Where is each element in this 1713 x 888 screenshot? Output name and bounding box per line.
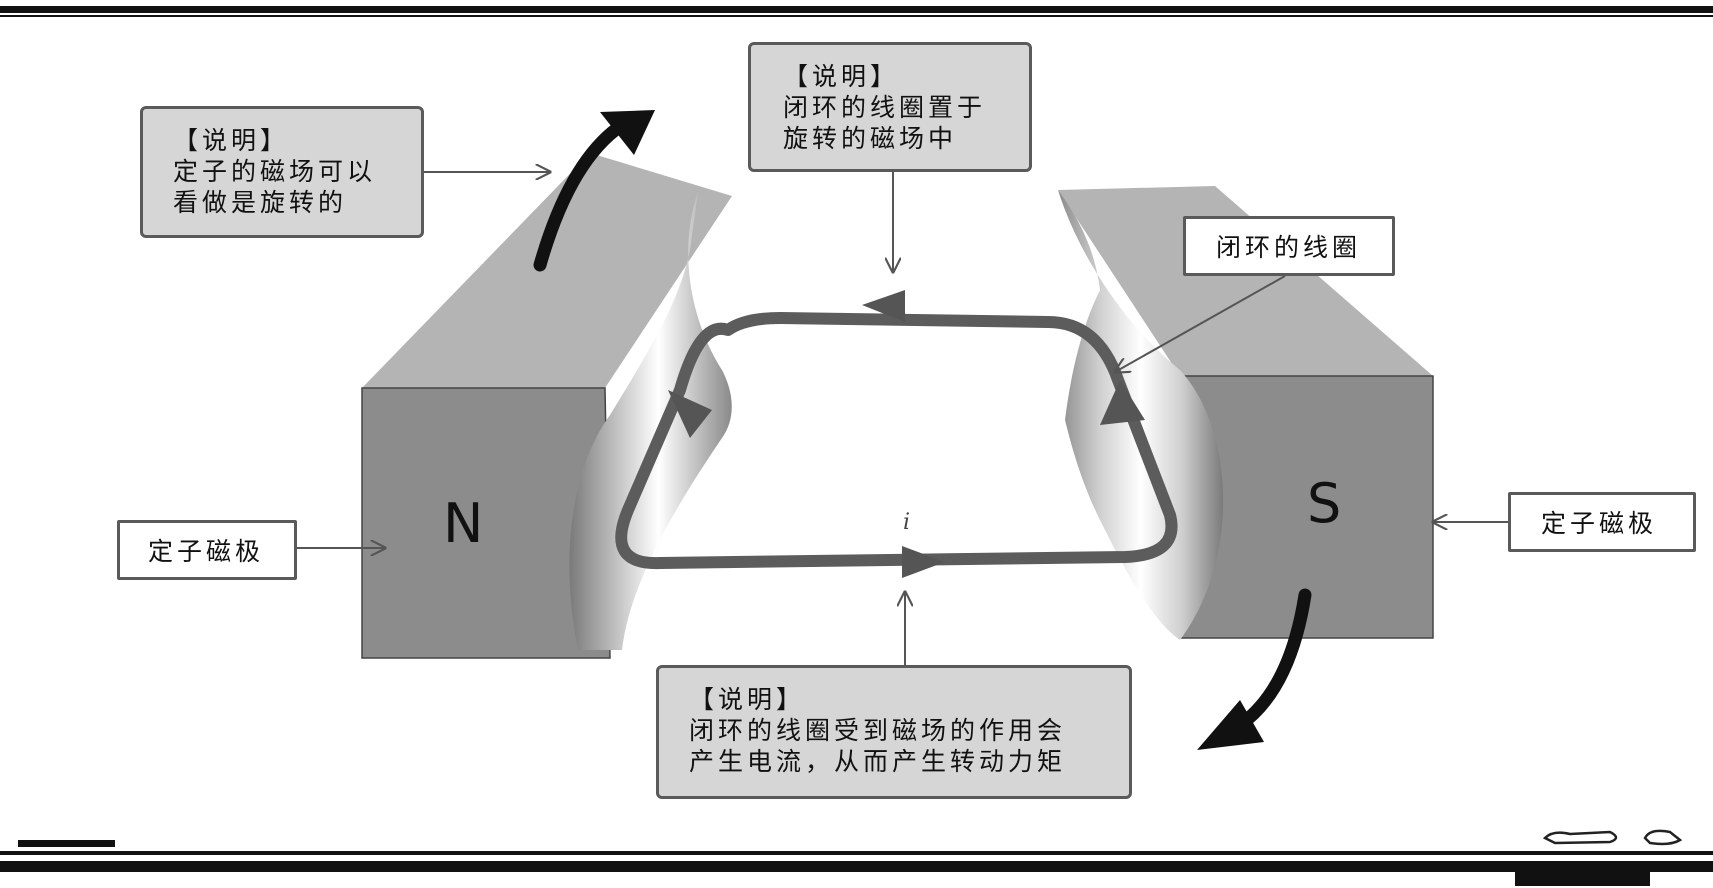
callout-loop-in-field: 【说明】 闭环的线圈置于 旋转的磁场中 bbox=[748, 42, 1032, 172]
callout-torque: 【说明】 闭环的线圈受到磁场的作用会 产生电流，从而产生转动力矩 bbox=[656, 665, 1132, 799]
callout-line: 闭环的线圈置于 bbox=[783, 93, 987, 122]
north-pole-label: N bbox=[443, 492, 484, 555]
callout-stator-rotating: 【说明】 定子的磁场可以 看做是旋转的 bbox=[140, 106, 424, 238]
north-magnet-top-face bbox=[362, 153, 732, 388]
callout-label: 闭环的线圈 bbox=[1216, 233, 1362, 262]
south-pole-label: S bbox=[1307, 472, 1342, 535]
callout-line: 闭环的线圈受到磁场的作用会 bbox=[689, 716, 1067, 745]
south-magnet-top-face bbox=[1058, 186, 1433, 376]
north-magnet-pole-face bbox=[569, 192, 732, 650]
callout-stator-pole-left: 定子磁极 bbox=[117, 520, 297, 580]
callout-line: 看做是旋转的 bbox=[173, 188, 348, 217]
page-rules bbox=[0, 6, 1713, 886]
loop-arrow-top bbox=[862, 290, 905, 322]
callout-closed-loop: 闭环的线圈 bbox=[1183, 216, 1395, 276]
callout-label: 定子磁极 bbox=[1541, 509, 1658, 538]
callout-heading: 【说明】 bbox=[783, 62, 900, 91]
loop-arrow-left bbox=[668, 390, 712, 438]
decorative-pen-icon bbox=[1542, 829, 1683, 846]
north-magnet bbox=[361, 153, 732, 659]
callout-line: 定子的磁场可以 bbox=[173, 157, 377, 186]
loop-arrow-bottom bbox=[902, 546, 945, 578]
current-direction-arrows bbox=[668, 290, 1145, 578]
callout-label: 定子磁极 bbox=[148, 537, 265, 566]
callout-line: 产生电流，从而产生转动力矩 bbox=[689, 747, 1067, 776]
rotation-arrow-up-icon bbox=[533, 118, 629, 272]
callout-line: 旋转的磁场中 bbox=[783, 124, 958, 153]
callout-stator-pole-right: 定子磁极 bbox=[1508, 492, 1696, 552]
callout-heading: 【说明】 bbox=[173, 126, 290, 155]
callout-heading: 【说明】 bbox=[689, 685, 806, 714]
rotation-arrow-down-icon bbox=[1233, 588, 1312, 732]
north-magnet-front-face bbox=[361, 387, 611, 659]
current-label: i bbox=[903, 510, 911, 535]
callout-leaders bbox=[296, 172, 1508, 665]
rotation-arrows bbox=[533, 110, 1312, 750]
closed-loop-coil bbox=[615, 312, 1178, 570]
loop-arrow-right bbox=[1100, 380, 1145, 425]
